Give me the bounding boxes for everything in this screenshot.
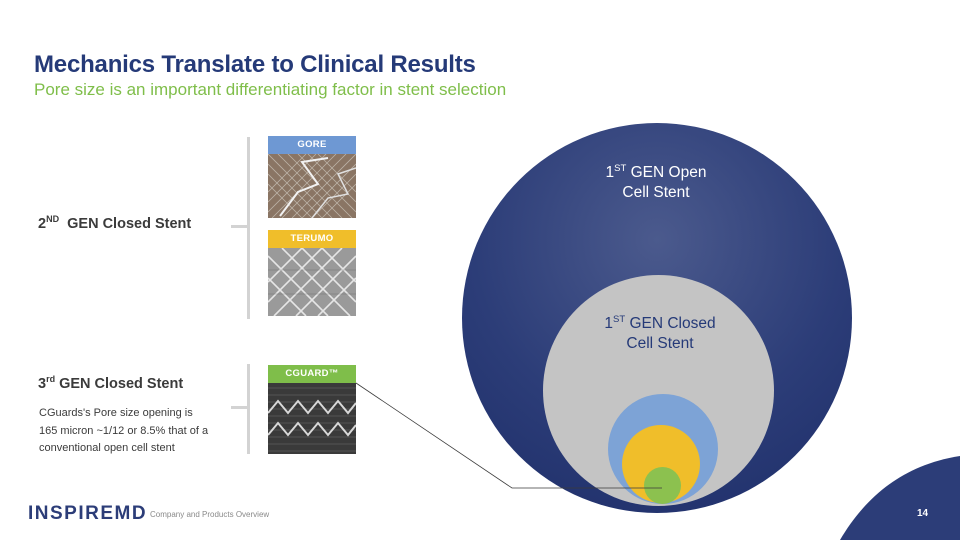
logo-main-text: INSPIRE	[28, 503, 115, 524]
terumo-stent-image	[268, 248, 356, 316]
footer-text: Company and Products Overview	[150, 510, 270, 519]
second-gen-label: 2ND GEN Closed Stent	[38, 214, 192, 232]
slide-title: Mechanics Translate to Clinical Results	[34, 51, 476, 78]
cguard-tile: CGUARD™	[268, 365, 356, 454]
open-cell-sup: ST	[614, 162, 627, 174]
bracket-second-gen-tick	[231, 225, 249, 228]
open-cell-line1: GEN Open	[630, 164, 707, 181]
corner-wave-decoration	[840, 456, 960, 540]
closed-cell-line2: Cell Stent	[626, 335, 694, 352]
gore-tile: GORE	[268, 136, 356, 218]
third-gen-text: GEN Closed Stent	[59, 376, 184, 392]
logo-md-text: MD	[114, 503, 148, 524]
terumo-label: TERUMO	[268, 230, 356, 248]
terumo-tile: TERUMO	[268, 230, 356, 316]
cguard-stent-image	[268, 383, 356, 454]
page-number: 14	[917, 508, 929, 519]
bracket-third-gen-vertical	[247, 364, 250, 454]
closed-cell-ordinal: 1	[604, 315, 613, 332]
inspiremd-logo: INSPIREMD	[28, 503, 147, 525]
closed-cell-label: 1ST GEN Closed Cell Stent	[580, 314, 740, 354]
open-cell-ordinal: 1	[605, 164, 615, 181]
third-gen-sup: rd	[46, 374, 56, 385]
cguard-description: CGuards's Pore size opening is 165 micro…	[39, 407, 209, 454]
closed-cell-sup: ST	[613, 313, 626, 325]
gore-stent-image	[268, 154, 356, 218]
bracket-third-gen-tick	[231, 406, 249, 409]
third-gen-ordinal: 3	[38, 376, 47, 392]
third-gen-label: 3rd GEN Closed Stent	[38, 374, 184, 392]
closed-cell-line1: GEN Closed	[629, 315, 716, 332]
second-gen-sup: ND	[46, 214, 60, 225]
cguard-pore-circle	[644, 467, 681, 504]
bracket-second-gen-vertical	[247, 137, 250, 319]
cguard-label: CGUARD™	[268, 365, 356, 383]
second-gen-text: GEN Closed Stent	[67, 216, 192, 232]
gore-label: GORE	[268, 136, 356, 154]
open-cell-line2: Cell Stent	[622, 184, 690, 201]
open-cell-label: 1ST GEN Open Cell Stent	[580, 163, 732, 203]
slide-subtitle: Pore size is an important differentiatin…	[34, 80, 507, 99]
second-gen-ordinal: 2	[38, 216, 47, 232]
